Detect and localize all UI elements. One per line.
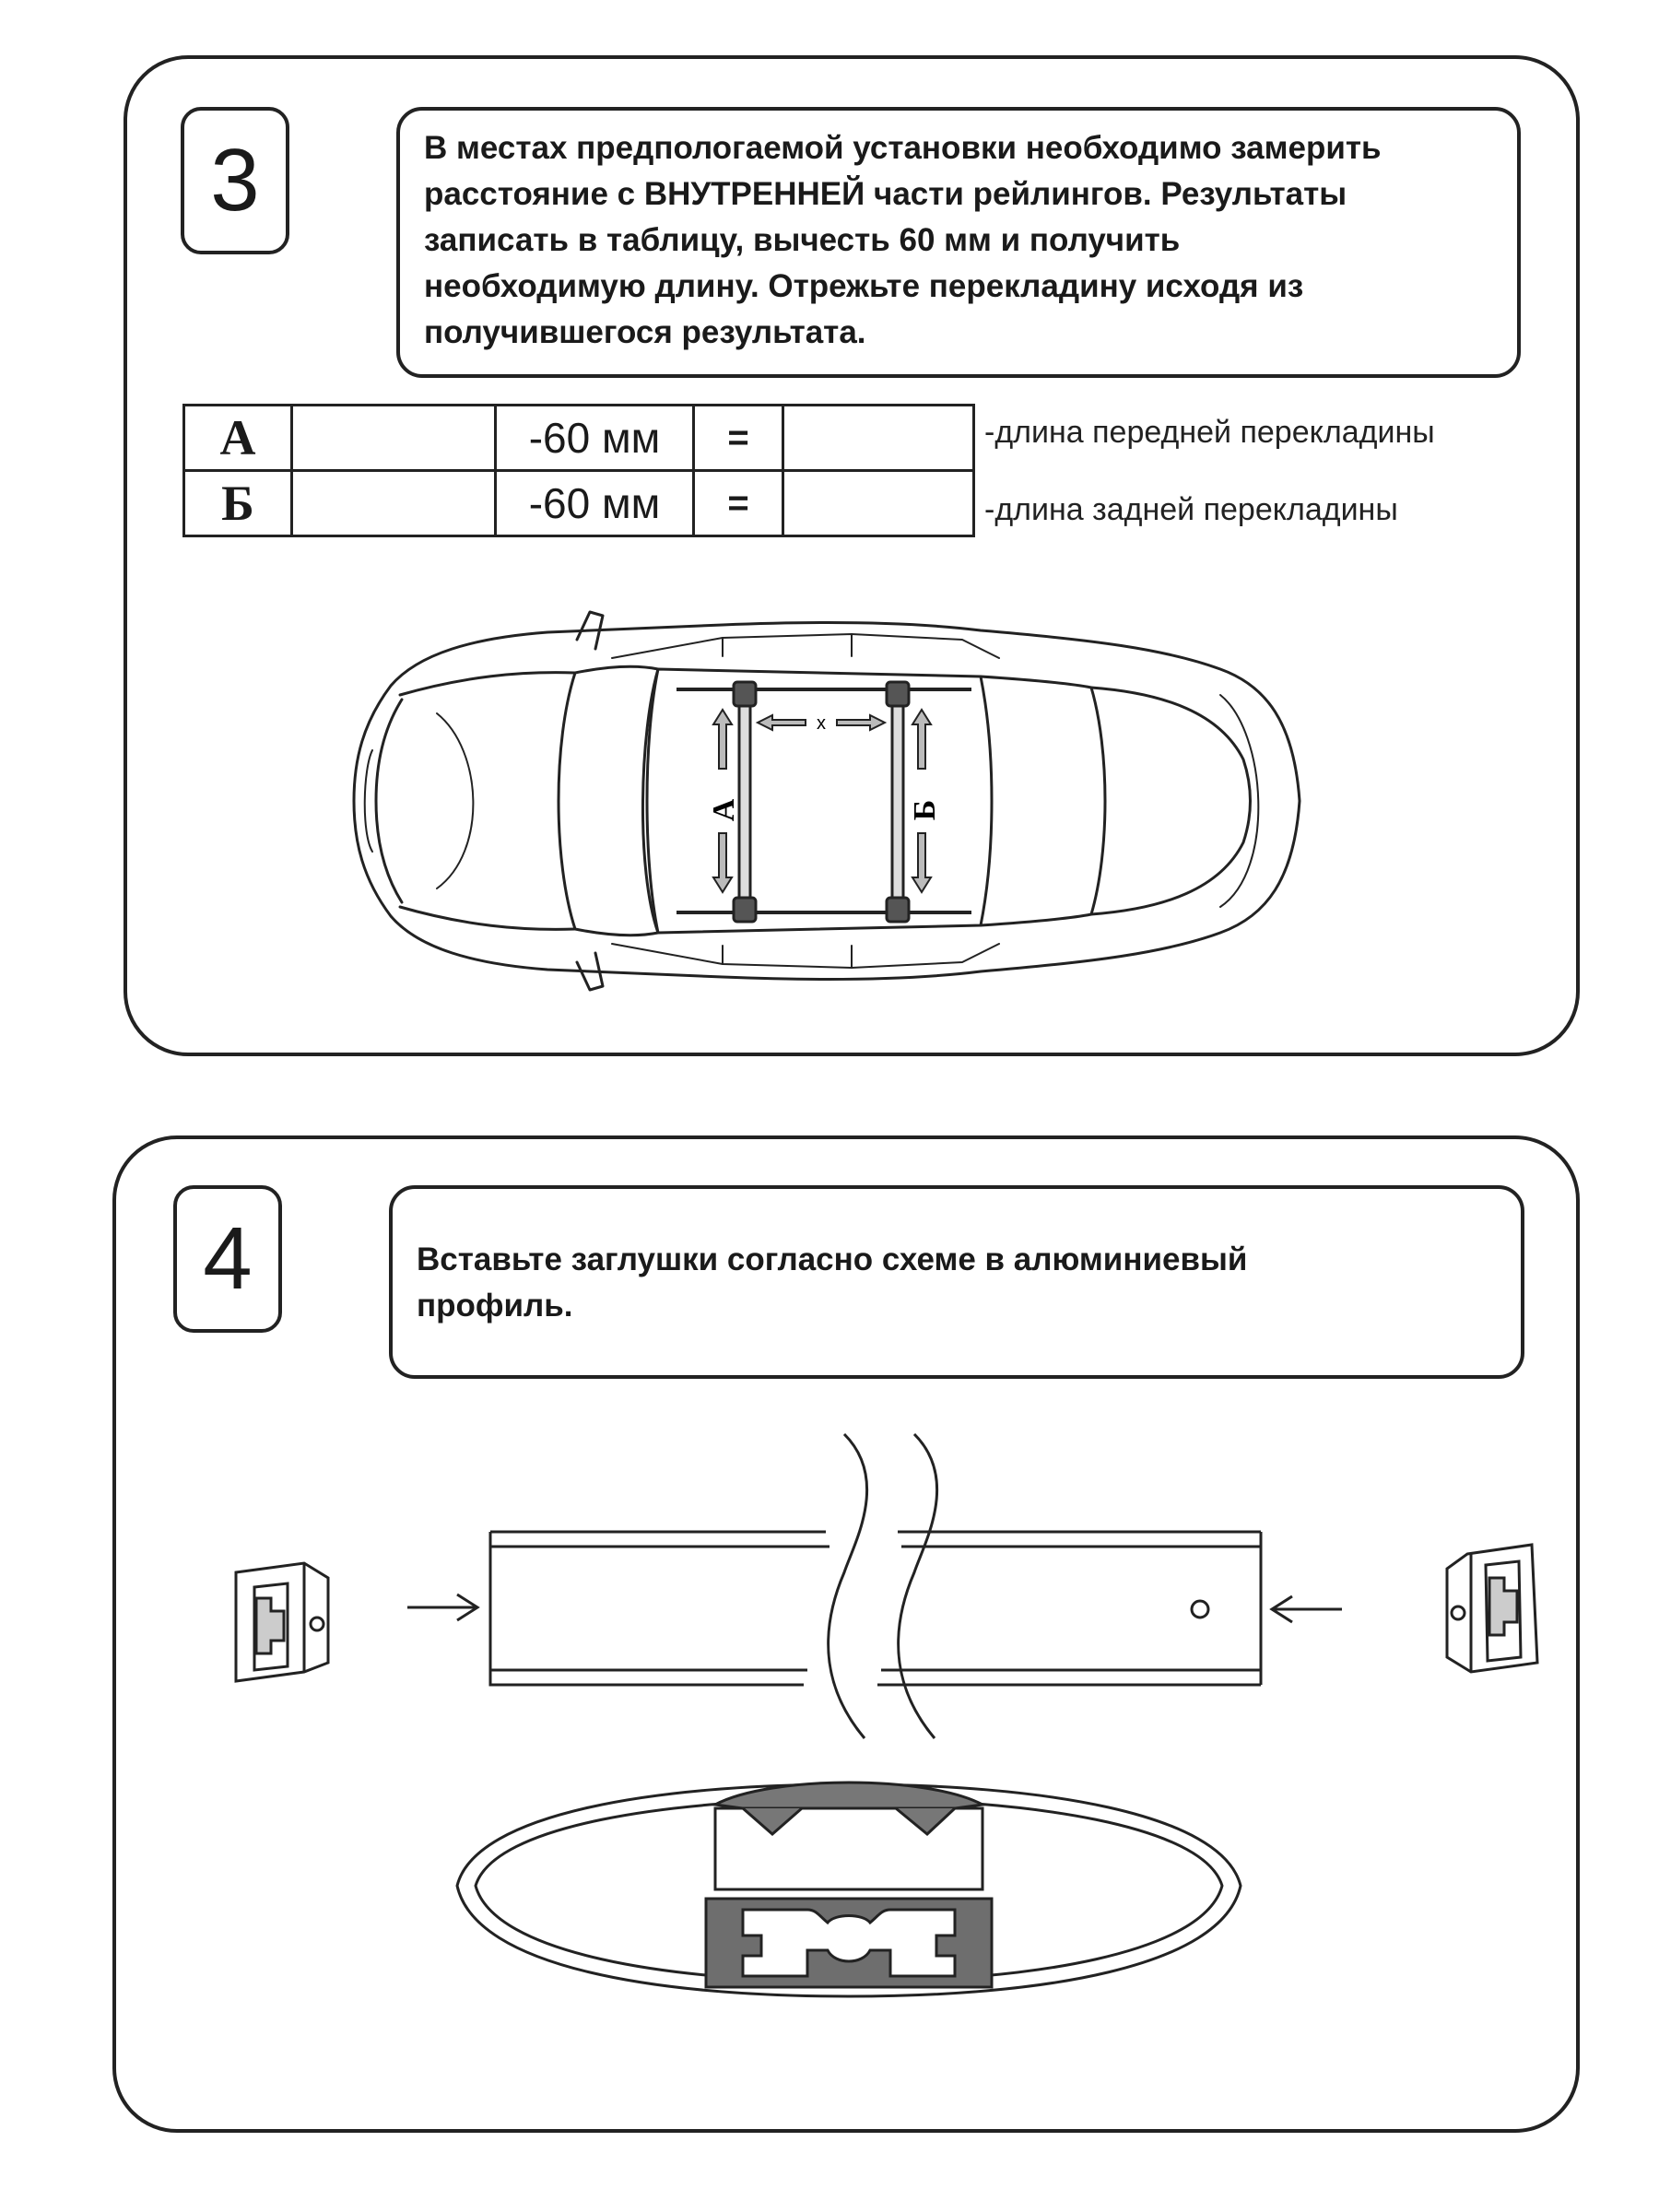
equals-cell: = bbox=[692, 404, 784, 472]
profile-cross-section bbox=[455, 1781, 1242, 1998]
table-row-a: А -60 мм = bbox=[182, 404, 975, 472]
arrow-x-right bbox=[836, 713, 888, 732]
step-4-panel: 4 Вставьте заглушки согласно схеме в алю… bbox=[112, 1135, 1580, 2133]
bar-a-foot-top bbox=[732, 680, 758, 708]
minus-60-cell: -60 мм bbox=[494, 469, 695, 537]
diagram-label-x: x bbox=[817, 713, 826, 734]
step-3-instruction: В местах предпологаемой установки необхо… bbox=[396, 107, 1521, 378]
arrow-b-down bbox=[911, 832, 933, 894]
windshield bbox=[557, 665, 660, 937]
measured-value-cell[interactable] bbox=[290, 469, 497, 537]
plug-profile-shape bbox=[741, 1908, 957, 1978]
insert-arrow-left bbox=[407, 1593, 480, 1622]
arrow-a-down bbox=[712, 832, 734, 894]
instruction-line: получившегося результата. bbox=[424, 314, 866, 350]
bar-b-foot-bottom bbox=[885, 896, 911, 924]
instruction-line: записать в таблицу, вычесть 60 мм и полу… bbox=[424, 222, 1181, 258]
profile-insertion-diagram bbox=[234, 1432, 1539, 1739]
right-end-plug bbox=[1445, 1543, 1539, 1674]
aluminium-profile-left bbox=[488, 1530, 830, 1687]
step-4-instruction: Вставьте заглушки согласно схеме в алюми… bbox=[389, 1185, 1524, 1379]
instruction-line: Вставьте заглушки согласно схеме в алюми… bbox=[417, 1241, 1248, 1277]
car-roof bbox=[645, 667, 994, 935]
measurement-table: А -60 мм = Б -60 мм = bbox=[182, 404, 975, 537]
arrow-b-up bbox=[911, 708, 933, 770]
car-top-view-diagram: А Б x bbox=[352, 610, 1301, 992]
result-cell[interactable] bbox=[782, 469, 975, 537]
profile-break-line-right bbox=[897, 1432, 939, 1739]
row-letter: Б bbox=[182, 469, 293, 537]
instruction-line: профиль. bbox=[417, 1288, 573, 1324]
row-letter: А bbox=[182, 404, 293, 472]
right-mirror bbox=[575, 951, 605, 992]
diagram-label-a: А bbox=[707, 798, 741, 821]
instruction-line: необходимую длину. Отрежьте перекладину … bbox=[424, 268, 1304, 304]
step-number-3: 3 bbox=[181, 107, 289, 254]
cross-bar-b bbox=[890, 688, 905, 914]
profile-hole bbox=[1190, 1599, 1210, 1619]
equals-cell: = bbox=[692, 469, 784, 537]
step-3-panel: 3 В местах предпологаемой установки необ… bbox=[124, 55, 1580, 1056]
bar-b-foot-top bbox=[885, 680, 911, 708]
rear-window bbox=[979, 675, 1107, 927]
insert-arrow-right bbox=[1269, 1594, 1342, 1624]
instruction-line: В местах предпологаемой установки необхо… bbox=[424, 130, 1382, 166]
rear-bar-note: -длина задней перекладины bbox=[984, 492, 1398, 527]
left-end-plug bbox=[234, 1561, 330, 1683]
minus-60-cell: -60 мм bbox=[494, 404, 695, 472]
left-mirror bbox=[575, 610, 605, 651]
aluminium-profile-right bbox=[877, 1530, 1263, 1687]
table-row-b: Б -60 мм = bbox=[182, 469, 975, 537]
front-bar-note: -длина передней перекладины bbox=[984, 415, 1435, 450]
step-number-4: 4 bbox=[173, 1185, 282, 1333]
car-body-outline bbox=[352, 621, 1301, 981]
measured-value-cell[interactable] bbox=[290, 404, 497, 472]
bar-a-foot-bottom bbox=[732, 896, 758, 924]
arrow-a-up bbox=[712, 708, 734, 770]
profile-break-line-left bbox=[827, 1432, 869, 1739]
instruction-line: расстояние с ВНУТРЕННЕЙ части рейлингов.… bbox=[424, 176, 1347, 212]
cross-section-inner bbox=[474, 1797, 1224, 1983]
result-cell[interactable] bbox=[782, 404, 975, 472]
diagram-label-b: Б bbox=[908, 800, 942, 820]
arrow-x-left bbox=[755, 713, 806, 732]
